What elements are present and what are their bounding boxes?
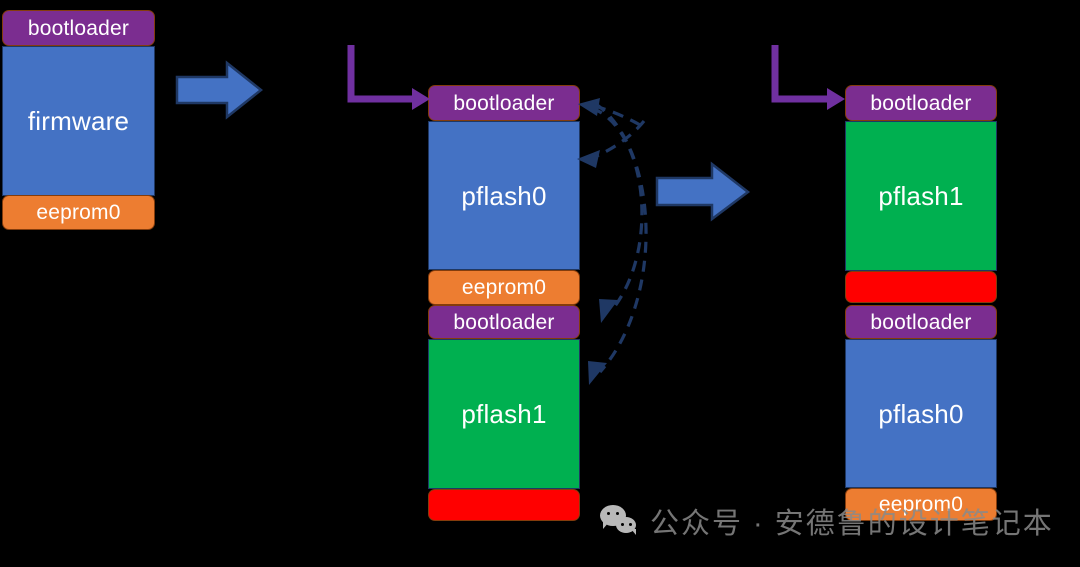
dashed-swap-arrow-b bbox=[588, 102, 648, 385]
blue-arrow-left bbox=[175, 60, 264, 120]
block-eeprom0-right: eeprom0 bbox=[845, 488, 997, 521]
block-pflash1-middle: pflash1 bbox=[428, 339, 580, 489]
block-eeprom0-left: eeprom0 bbox=[2, 195, 155, 230]
block-pflash0-right: pflash0 bbox=[845, 339, 997, 488]
block-firmware-left: firmware bbox=[2, 46, 155, 196]
block-bootloader-middle-bottom: bootloader bbox=[428, 305, 580, 339]
dashed-swap-arrow-a bbox=[591, 106, 644, 323]
block-reserved-right bbox=[845, 271, 997, 303]
dashed-swap-arrow-d bbox=[578, 98, 641, 127]
watermark: 公众号 · 安德鲁的设计笔记本 bbox=[600, 500, 1054, 542]
watermark-text: 公众号 · 安德鲁的设计笔记本 bbox=[650, 508, 1054, 540]
block-bootloader-right-top: bootloader bbox=[845, 85, 997, 121]
block-pflash1-right: pflash1 bbox=[845, 121, 997, 271]
block-pflash0-middle: pflash0 bbox=[428, 121, 580, 270]
wechat-icon bbox=[600, 505, 638, 537]
block-reserved-middle bbox=[428, 489, 580, 521]
purple-elbow-arrow-right bbox=[771, 45, 845, 110]
purple-elbow-arrow-middle bbox=[347, 45, 430, 110]
dashed-swap-arrow-c bbox=[577, 119, 646, 168]
block-bootloader-right-bottom: bootloader bbox=[845, 305, 997, 339]
block-eeprom0-middle: eeprom0 bbox=[428, 270, 580, 305]
blue-arrow-right bbox=[655, 161, 751, 222]
block-bootloader-left: bootloader bbox=[2, 10, 155, 46]
block-bootloader-middle-top: bootloader bbox=[428, 85, 580, 121]
